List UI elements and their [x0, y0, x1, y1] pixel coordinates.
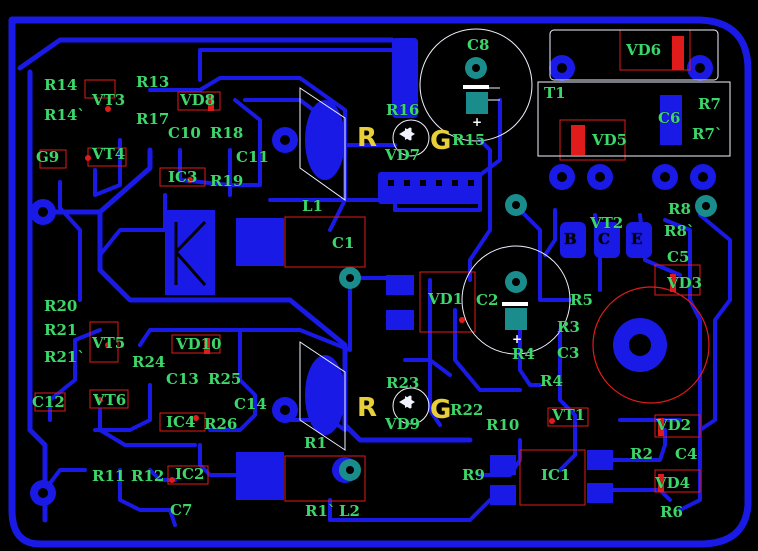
component-label: R19 [210, 172, 244, 190]
component-label: R4 [540, 372, 563, 390]
component-label: R11 [92, 467, 126, 485]
component-label: R8` [664, 222, 695, 240]
bridge-glyph [174, 220, 207, 286]
component-label: R14 [44, 76, 78, 94]
vt2-pin: C [598, 230, 610, 248]
component-label: R18 [210, 124, 244, 142]
component-label: VD3 [667, 274, 703, 292]
component-label: R1 [304, 434, 327, 452]
component-label: R4 [512, 345, 535, 363]
component-label: VT3 [92, 91, 126, 109]
component-label: C5 [667, 248, 690, 266]
component-label: R7` [692, 125, 723, 143]
component-label: T1 [544, 84, 566, 102]
component-label: R9 [462, 466, 485, 484]
led-letter: R [357, 393, 378, 423]
component-label: R5 [570, 291, 593, 309]
component-label: VT1 [552, 406, 586, 424]
silkscreen [299, 28, 731, 451]
component-label: VD8 [180, 91, 216, 109]
vias [339, 57, 717, 481]
component-label: VD4 [655, 474, 691, 492]
component-label: R8 [668, 200, 691, 218]
component-label: R6 [660, 503, 683, 521]
led-letter: R [357, 123, 378, 153]
component-label: R21` [44, 348, 85, 366]
component-label: IC4 [166, 413, 196, 431]
led-letter: G [430, 395, 452, 425]
vt2-pin: E [631, 230, 643, 248]
component-label: C8 [467, 36, 490, 54]
component-label: VD6 [626, 41, 662, 59]
component-label: R23 [386, 374, 420, 392]
component-label: L2 [339, 502, 360, 520]
silk-fills [463, 85, 528, 306]
component-label: R7 [698, 95, 721, 113]
component-label: VD2 [656, 416, 692, 434]
component-label: VD10 [176, 335, 222, 353]
component-label: C6 [658, 109, 681, 127]
component-label: IC1 [541, 466, 571, 484]
component-outlines [34, 29, 701, 506]
led-diodes [399, 127, 415, 409]
led-letter: G [430, 126, 452, 156]
component-label: IC3 [168, 168, 198, 186]
component-label: R14` [44, 106, 85, 124]
copper-traces [8, 16, 752, 548]
component-label: C1 [332, 234, 355, 252]
component-label: R22 [450, 401, 484, 419]
pad-holes [38, 63, 708, 498]
component-label: R16 [386, 101, 420, 119]
component-label: L1 [302, 197, 323, 215]
component-label: R24 [132, 353, 166, 371]
component-label: R13 [136, 73, 170, 91]
component-label: R2 [630, 445, 653, 463]
component-label: C13 [166, 370, 199, 388]
component-label: G9 [36, 148, 60, 166]
component-label: VT4 [92, 145, 126, 163]
cap-pads [466, 92, 527, 330]
component-label: R12 [131, 467, 165, 485]
component-label: C12 [32, 393, 65, 411]
component-label: C4 [675, 445, 698, 463]
component-label: C2 [476, 291, 499, 309]
red-marks [85, 36, 684, 492]
component-label: C14 [234, 395, 267, 413]
component-label: R3 [557, 318, 580, 336]
component-label: R20 [44, 297, 78, 315]
polarity-mark: + [472, 115, 483, 129]
component-label: R10 [486, 416, 520, 434]
component-label: C3 [557, 344, 580, 362]
component-label: C10 [168, 124, 201, 142]
potentiometer [592, 286, 710, 404]
component-label: VD5 [592, 131, 628, 149]
component-label: IC2 [175, 465, 205, 483]
component-label: R17 [136, 110, 170, 128]
component-label: VD7 [385, 146, 421, 164]
component-label: R21 [44, 321, 78, 339]
component-label: R1` [305, 502, 336, 520]
component-label: VT5 [92, 334, 126, 352]
component-label: VD9 [385, 415, 421, 433]
component-label: R25 [208, 370, 242, 388]
component-label: VT6 [93, 391, 127, 409]
component-label: VT2 [590, 214, 624, 232]
component-label: C7 [170, 501, 193, 519]
component-label: C11 [236, 148, 269, 166]
component-label: R26 [204, 415, 238, 433]
polarity-mark: + [512, 332, 523, 346]
vt2-pin: B [564, 230, 577, 248]
component-label: VD1 [428, 290, 464, 308]
component-label: R15 [452, 131, 486, 149]
